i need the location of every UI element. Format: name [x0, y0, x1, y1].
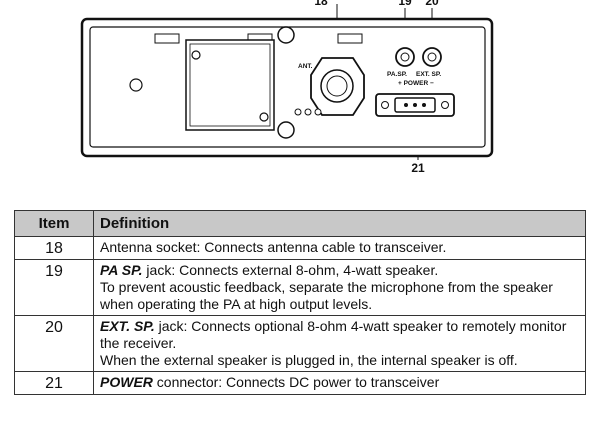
callout-20: 20 [425, 0, 439, 8]
definition-term: PA SP. [100, 262, 143, 278]
screw-icon [191, 50, 201, 60]
boss-circle [277, 121, 295, 139]
definition-text: jack: Connects external 8-ohm, 4-watt sp… [142, 262, 439, 278]
callout-19: 19 [398, 0, 412, 8]
table-row: 20 EXT. SP. jack: Connects optional 8-oh… [14, 315, 586, 372]
ext-sp-label: EXT. SP. [416, 71, 441, 78]
indicator-dot [314, 108, 322, 116]
antenna-label: ANT. [298, 63, 313, 70]
antenna-socket-core [326, 75, 348, 97]
header-definition: Definition [93, 210, 586, 237]
table-row: 18 Antenna socket: Connects antenna cabl… [14, 236, 586, 260]
table-row: 21 POWER connector: Connects DC power to… [14, 371, 586, 395]
power-pin [413, 103, 417, 107]
power-pin [404, 103, 408, 107]
power-connector-screw [381, 101, 389, 109]
pa-sp-label: PA.SP. [387, 71, 407, 78]
item-number: 19 [14, 259, 94, 316]
indicator-dot [304, 108, 312, 116]
definition-text: jack: Connects optional 8-ohm 4-watt spe… [100, 318, 567, 351]
item-number: 20 [14, 315, 94, 372]
heatsink-plate [185, 39, 275, 131]
housing-tab [337, 33, 363, 44]
definition-text: connector: Connects DC power to transcei… [152, 374, 440, 390]
definition-note: To prevent acoustic feedback, separate t… [100, 279, 553, 312]
housing-tab [154, 33, 180, 44]
table-header-row: Item Definition [14, 210, 586, 237]
definition-cell: PA SP. jack: Connects external 8-ohm, 4-… [93, 259, 586, 316]
definition-table: Item Definition 18 Antenna socket: Conne… [14, 210, 586, 395]
screw-icon [259, 112, 269, 122]
definition-term: EXT. SP. [100, 318, 155, 334]
callout-18: 18 [314, 0, 328, 8]
definition-cell: Antenna socket: Connects antenna cable t… [93, 236, 586, 260]
header-item: Item [14, 210, 94, 237]
rear-panel-diagram: 18 19 20 21 ANT. [0, 0, 590, 200]
power-connector-screw [441, 101, 449, 109]
indicator-dot [294, 108, 302, 116]
definition-term: POWER [100, 374, 153, 390]
pa-sp-jack-center [400, 52, 410, 62]
item-number: 21 [14, 371, 94, 395]
item-number: 18 [14, 236, 94, 260]
ext-sp-jack-center [427, 52, 437, 62]
callout-21: 21 [411, 161, 425, 175]
definition-note: When the external speaker is plugged in,… [100, 352, 518, 368]
definition-text: Antenna socket: Connects antenna cable t… [100, 239, 447, 255]
power-polarity-label: + POWER − [398, 80, 434, 87]
mount-hole [129, 78, 143, 92]
heatsink-inner [189, 43, 271, 127]
table-row: 19 PA SP. jack: Connects external 8-ohm,… [14, 259, 586, 316]
boss-circle [277, 26, 295, 44]
power-pin [422, 103, 426, 107]
definition-cell: POWER connector: Connects DC power to tr… [93, 371, 586, 395]
definition-cell: EXT. SP. jack: Connects optional 8-ohm 4… [93, 315, 586, 372]
